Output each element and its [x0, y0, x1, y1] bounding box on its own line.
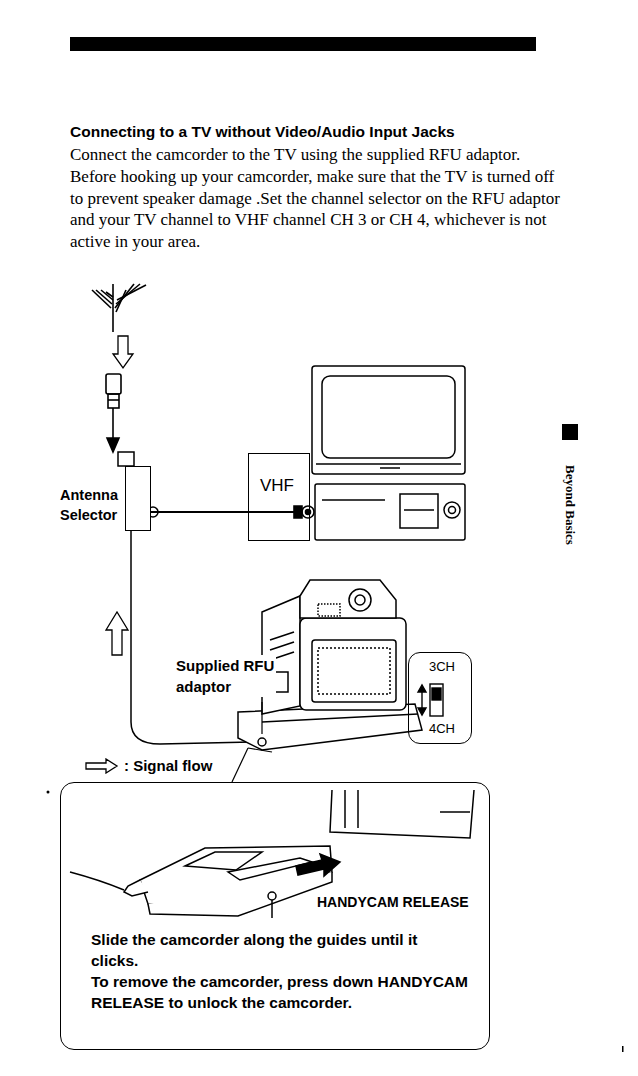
leader-lines [232, 748, 248, 782]
camcorder [355, 595, 365, 605]
page-marks [622, 1046, 624, 1052]
antenna [113, 336, 133, 368]
header-bar [70, 37, 536, 51]
television [316, 463, 461, 465]
leader-lines [248, 748, 272, 752]
antenna [108, 399, 119, 401]
camcorder [312, 640, 396, 702]
antenna [92, 284, 146, 452]
vhf-terminal [248, 511, 294, 513]
antenna-selector-box: Antenna Selector [125, 466, 151, 531]
section-tab [562, 424, 578, 440]
antenna [112, 284, 114, 332]
instruction-block: Slide the camcorder along the guides unt… [91, 929, 469, 1013]
inset-illustration [357, 790, 359, 828]
node-subtext: Slide the camcorder along the guides unt… [91, 929, 469, 971]
signal-arrow-sample [86, 759, 117, 773]
inset-illustration [70, 872, 124, 890]
television [449, 507, 456, 514]
camcorder [318, 648, 390, 694]
node-text: 3CH [429, 659, 469, 675]
inset-illustration [296, 854, 340, 876]
antenna [117, 285, 146, 300]
inset-illustration [344, 790, 346, 828]
channel-switch [432, 688, 441, 700]
antenna [106, 292, 113, 297]
node-text: Antenna Selector [60, 485, 118, 525]
television [322, 376, 455, 458]
antenna-selector-plug [131, 722, 252, 744]
antenna [107, 438, 119, 452]
vhf-terminal [302, 506, 314, 518]
camcorder [300, 580, 396, 618]
body-paragraph: Connect the camcorder to the TV using th… [70, 144, 570, 253]
antenna [101, 290, 113, 300]
antenna [116, 290, 126, 312]
camcorder [270, 632, 294, 640]
vhf-inset-frame: VHF [248, 453, 310, 541]
antenna [112, 408, 114, 440]
television [312, 366, 465, 474]
antenna-selector-plug [106, 452, 252, 744]
television [322, 499, 385, 501]
vhf-terminal [248, 506, 314, 518]
node-text: HANDYCAM RELEASE [317, 893, 487, 911]
channel-switch [418, 708, 426, 715]
inset-illustration [271, 900, 273, 918]
leader-lines [232, 702, 272, 782]
television [380, 467, 400, 469]
inset-illustration [268, 892, 276, 900]
television [400, 494, 438, 528]
channel-switch [418, 685, 426, 692]
inset-illustration [330, 790, 474, 838]
page-marks [47, 791, 624, 1053]
camcorder [258, 738, 266, 746]
camcorder [349, 589, 371, 611]
section-heading: Connecting to a TV without Video/Audio I… [70, 123, 570, 141]
television [312, 366, 465, 540]
channel-switch [418, 684, 443, 716]
legend-text: : Signal flow [124, 757, 212, 774]
section-tab-label: Beyond Basics [562, 449, 578, 561]
node-subtext: To remove the camcorder, press down HAND… [91, 971, 469, 1013]
channel-switch [430, 684, 443, 716]
antenna-selector-plug [130, 524, 132, 722]
signal-arrow-sample [84, 758, 120, 774]
antenna [108, 394, 119, 408]
television [444, 502, 460, 518]
legend-entry: : Signal flow [84, 757, 212, 774]
television [315, 484, 465, 540]
camcorder [318, 604, 340, 616]
node-subtext: 4CH [429, 721, 469, 737]
channel-switch-inset: 3CH 4CH [408, 652, 472, 744]
antenna [96, 290, 112, 304]
antenna [106, 374, 121, 394]
inset-illustration [148, 872, 332, 916]
camcorder [300, 618, 406, 710]
section-tab [562, 424, 578, 440]
mounting-inset: Slide the camcorder along the guides unt… [60, 782, 490, 1050]
antenna-selector-plug [118, 452, 134, 466]
inset-illustration [440, 811, 470, 813]
page-marks [47, 791, 50, 794]
cable-connector [151, 511, 248, 513]
leader-lines [261, 702, 262, 734]
header-bar [70, 37, 536, 51]
inset-illustration [124, 880, 148, 896]
camcorder [270, 642, 294, 650]
antenna-selector-plug [106, 612, 128, 655]
part-label: Supplied RFU adaptor [176, 655, 276, 697]
vhf-terminal [294, 506, 302, 518]
television [404, 509, 434, 511]
camcorder [262, 714, 418, 722]
node-text: VHF [260, 476, 308, 496]
